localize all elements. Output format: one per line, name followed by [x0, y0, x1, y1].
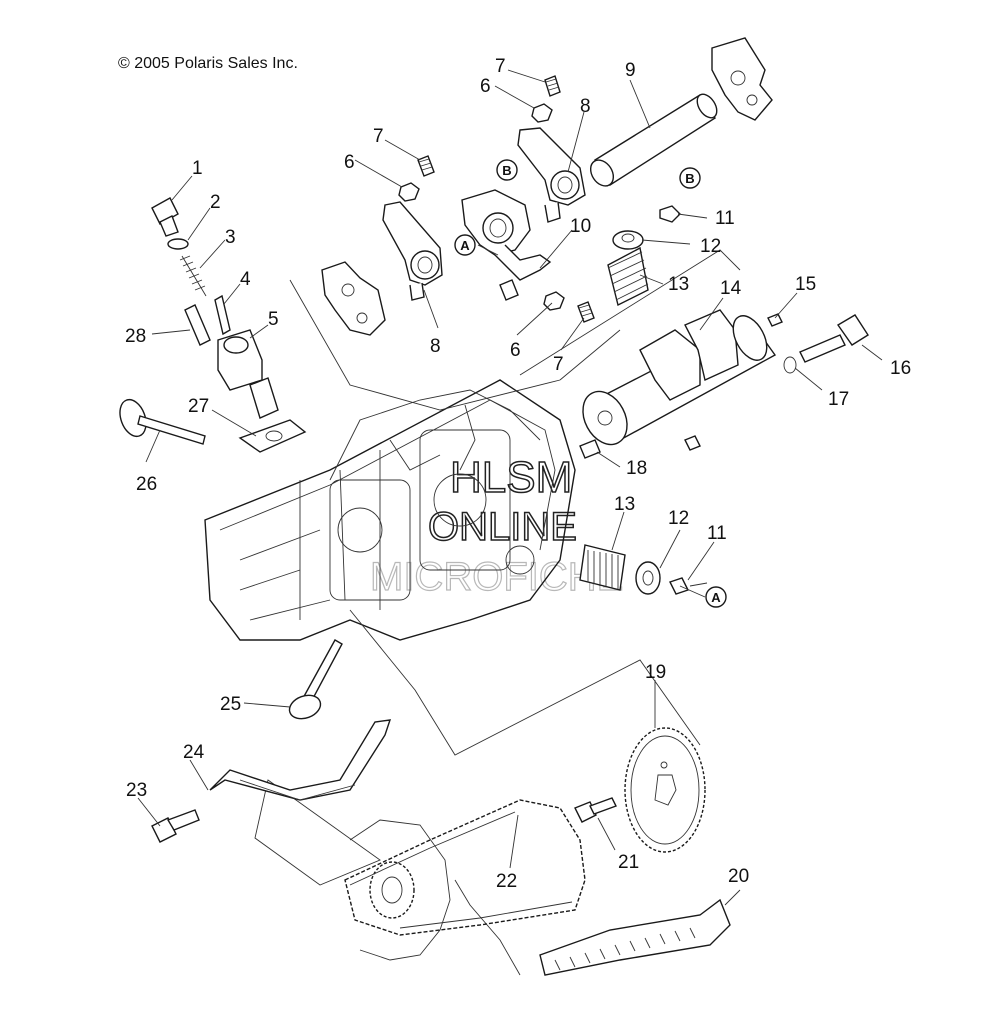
callout-leaders	[137, 69, 883, 906]
cam-sprocket	[624, 727, 706, 853]
callout-12-top: 12	[700, 236, 721, 257]
callout-7-bottom: 7	[553, 354, 564, 375]
ref-marker-b-right	[679, 167, 701, 189]
leader-lines	[254, 249, 741, 976]
reference-markers: A A B B	[454, 159, 727, 608]
copyright-text: © 2005 Polaris Sales Inc.	[118, 55, 298, 72]
callout-7-top: 7	[495, 56, 506, 77]
callout-21: 21	[618, 852, 639, 873]
callout-9: 9	[625, 60, 636, 81]
rocker-bracket-right	[711, 37, 773, 121]
ref-marker-a-top	[454, 234, 476, 256]
camshaft	[582, 309, 777, 451]
callout-10: 10	[570, 216, 591, 237]
callout-26: 26	[136, 474, 157, 495]
callout-15: 15	[795, 274, 816, 295]
valve-long	[119, 398, 206, 445]
callout-8-middle: 8	[430, 336, 441, 357]
callout-6-left: 6	[344, 152, 355, 173]
callout-13-bottom: 13	[614, 494, 635, 515]
callout-numbers: 1 2 3 4 5 6 6 6 7 7 7 8 8 8 9 10 11 11 1…	[125, 56, 911, 892]
timing-chain	[344, 799, 586, 936]
chain-guide	[209, 719, 392, 801]
callout-4: 4	[240, 269, 251, 290]
cam-end-parts	[767, 313, 869, 374]
adjuster-screws-and-nuts	[398, 75, 595, 323]
callout-1: 1	[192, 158, 203, 179]
callout-5: 5	[268, 309, 279, 330]
callout-7-left: 7	[373, 126, 384, 147]
ref-marker-a-top-label: A	[460, 238, 470, 253]
tensioner-assembly	[151, 197, 307, 453]
rocker-arm-top	[517, 127, 586, 223]
callout-12-bottom: 12	[668, 508, 689, 529]
ref-marker-b-right-label: B	[685, 171, 694, 186]
rocker-bracket-left	[321, 261, 386, 336]
rocker-arm-center	[461, 189, 552, 301]
callout-11-top: 11	[715, 208, 735, 229]
callout-2: 2	[210, 192, 221, 213]
callout-19: 19	[645, 662, 666, 683]
sprocket-bolt	[574, 797, 617, 823]
ref-marker-b-left-label: B	[502, 163, 511, 178]
callout-23: 23	[126, 780, 147, 801]
callout-25: 25	[220, 694, 241, 715]
callout-8-top: 8	[580, 96, 591, 117]
valve-spring-top	[607, 205, 681, 307]
callout-3: 3	[225, 227, 236, 248]
rocker-shaft	[589, 93, 718, 187]
chain-tensioner-blade	[539, 898, 731, 976]
ref-marker-a-bottom	[705, 586, 727, 608]
callout-28: 28	[125, 326, 146, 347]
ref-marker-b-left	[496, 159, 518, 181]
crank-sprocket	[349, 819, 451, 961]
callout-16: 16	[890, 358, 911, 379]
valve-short	[288, 639, 343, 720]
rocker-arm-left	[382, 201, 443, 301]
guide-bolt	[151, 809, 200, 843]
valve-spring-bottom	[579, 544, 689, 595]
callout-11-bottom: 11	[707, 523, 727, 544]
callout-27: 27	[188, 396, 209, 417]
watermark-line-2: ONLINE	[428, 505, 577, 549]
callout-22: 22	[496, 871, 517, 892]
callout-24: 24	[183, 742, 205, 763]
callout-20: 20	[728, 866, 749, 887]
callout-14: 14	[720, 278, 742, 299]
ref-marker-a-bottom-label: A	[711, 590, 721, 605]
dowel-pin	[579, 439, 601, 459]
callout-6-top: 6	[480, 76, 491, 97]
cylinder-head	[204, 379, 576, 641]
callout-13-top: 13	[668, 274, 689, 295]
callout-17: 17	[828, 389, 849, 410]
callout-18: 18	[626, 458, 647, 479]
callout-6-bottom: 6	[510, 340, 521, 361]
